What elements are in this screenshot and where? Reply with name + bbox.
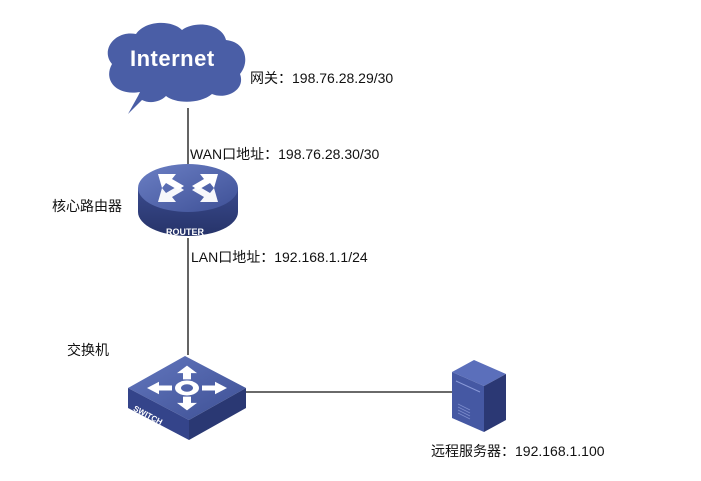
wan-address-label: WAN口地址：198.76.28.30/30 [190, 146, 380, 162]
server-label: 远程服务器：192.168.1.100 [431, 443, 605, 459]
router-icon [138, 164, 238, 236]
router-badge: ROUTER [166, 227, 204, 237]
internet-cloud-text: Internet [130, 46, 215, 71]
cloud-icon [107, 22, 246, 114]
gateway-label: 网关：198.76.28.29/30 [250, 70, 394, 86]
server-icon [452, 360, 506, 432]
lan-address-label: LAN口地址：192.168.1.1/24 [191, 249, 368, 265]
switch-name-label: 交换机 [67, 342, 109, 358]
router-name-label: 核心路由器 [52, 198, 122, 214]
switch-icon [128, 356, 246, 440]
